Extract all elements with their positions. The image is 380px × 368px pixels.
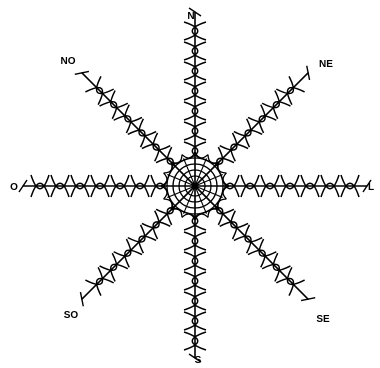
label-ne: NE <box>319 59 333 70</box>
center-web <box>161 152 229 220</box>
label-s: S <box>195 355 202 366</box>
label-no: NO <box>61 56 76 67</box>
label-se: SE <box>316 314 330 325</box>
label-so: SO <box>64 310 79 321</box>
label-o: O <box>10 182 18 193</box>
label-l: L <box>368 182 374 193</box>
label-n: N <box>187 11 194 22</box>
